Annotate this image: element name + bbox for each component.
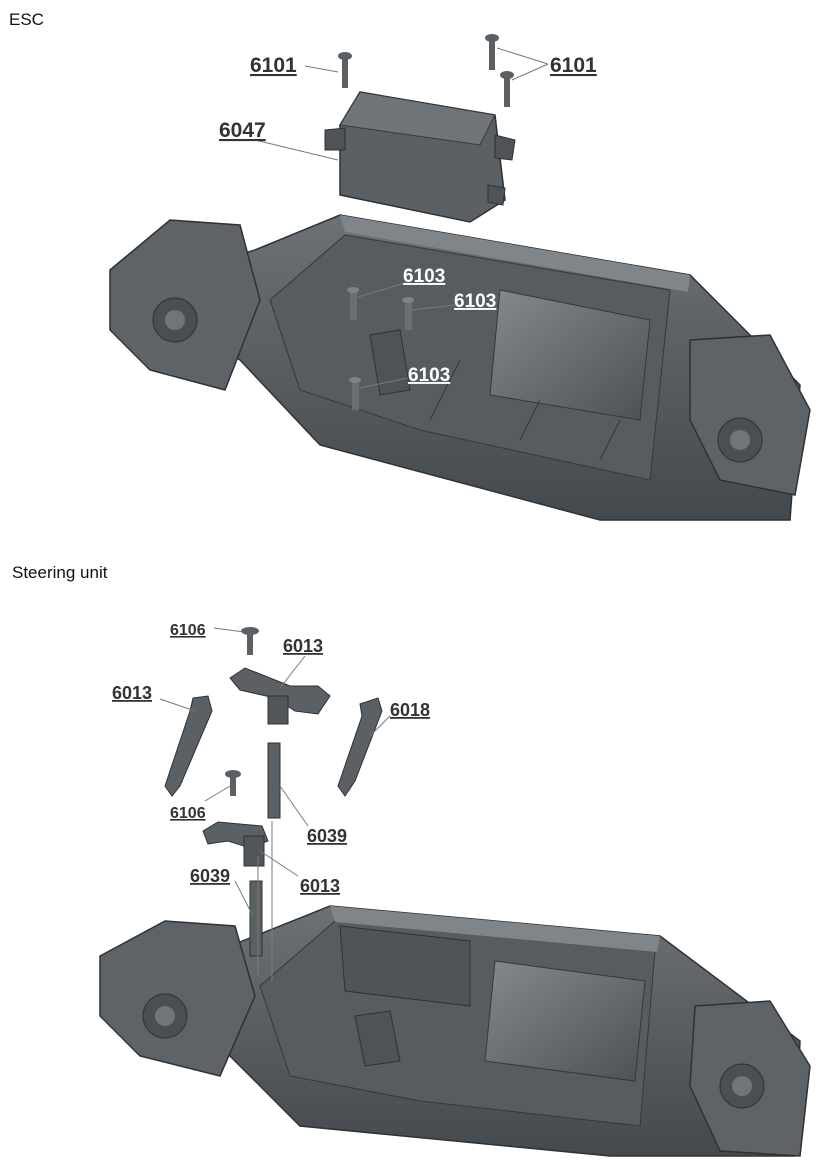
- screw-6106-mid: [225, 770, 241, 796]
- esc-diagram: 6101 6101 6047 6103 6103 6103: [109, 34, 811, 521]
- front-gearbox: [109, 219, 261, 391]
- steering-diagram: 6106 6013 6013 6018 6106 6039 6013 6039: [99, 622, 811, 1157]
- steering-leader-lines: [159, 627, 391, 981]
- steering-arm-6013-lower: [202, 821, 269, 867]
- screw-6101-left: [338, 52, 352, 88]
- front-gearbox-lower: [99, 920, 256, 1077]
- label-6103-a: 6103: [403, 266, 445, 287]
- label-6013-lower: 6013: [300, 876, 340, 896]
- chassis-lower: [99, 905, 811, 1157]
- screw-6101-right-b: [500, 71, 514, 107]
- label-6039-right: 6039: [307, 826, 347, 846]
- post-6103-c: [349, 377, 361, 410]
- shaft-6039-right: [267, 742, 281, 819]
- esc-section-title: ESC: [9, 10, 44, 29]
- label-6106-mid: 6106: [170, 805, 206, 822]
- rear-gearbox-lower: [689, 1000, 811, 1157]
- post-6103-b: [402, 297, 414, 330]
- chassis: [109, 214, 811, 521]
- motor: [489, 289, 651, 421]
- esc-box: [324, 91, 516, 223]
- steering-section-title: Steering unit: [12, 563, 108, 582]
- shaft-6039-left: [249, 880, 263, 957]
- label-6106-top: 6106: [170, 622, 206, 639]
- screw-6106-top: [241, 627, 259, 655]
- label-6047: 6047: [219, 119, 266, 142]
- link-6018-right: [337, 697, 383, 797]
- screw-6101-right-a: [485, 34, 499, 70]
- label-6101-left: 6101: [250, 54, 297, 77]
- steering-arm-6013-top: [229, 667, 331, 725]
- label-6103-c: 6103: [408, 365, 450, 386]
- label-6101-right: 6101: [550, 54, 597, 77]
- label-6018: 6018: [390, 700, 430, 720]
- label-6039-left: 6039: [190, 866, 230, 886]
- label-6103-b: 6103: [454, 291, 496, 312]
- rear-gearbox: [689, 334, 811, 496]
- motor-lower: [484, 960, 646, 1082]
- link-6013-left: [164, 695, 213, 797]
- post-6103-a: [347, 287, 359, 320]
- label-6013-left: 6013: [112, 683, 152, 703]
- leader-lines: [254, 47, 549, 389]
- label-6013-top: 6013: [283, 636, 323, 656]
